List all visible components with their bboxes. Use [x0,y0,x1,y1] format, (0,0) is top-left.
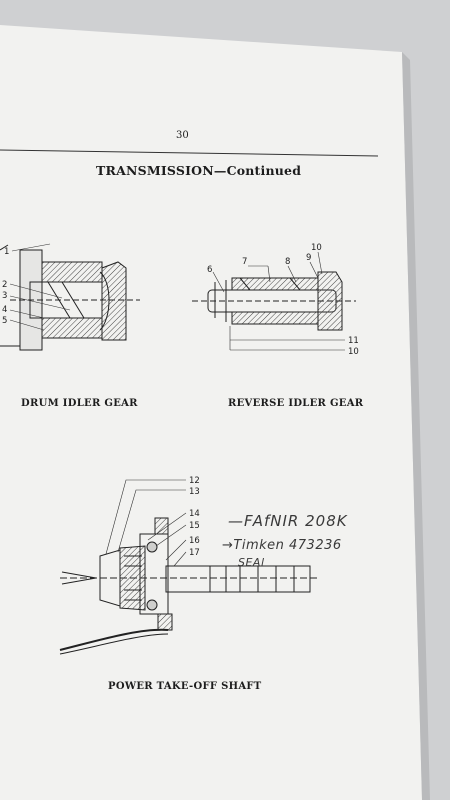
callout-3: 3 [2,291,7,301]
callout-17: 17 [189,548,200,558]
caption-drum-idler-gear: DRUM IDLER GEAR [21,398,138,409]
pto-shaft-leaders [105,479,187,567]
callout-11: 11 [348,336,359,346]
callout-1: 1 [4,247,9,257]
callout-8: 8 [285,257,290,267]
callout-9: 9 [306,253,311,263]
callout-4: 4 [2,305,7,315]
callout-16: 16 [189,536,200,546]
drum-idler-diagram [0,244,140,351]
handwritten-note-seal: SEAl [238,556,265,569]
caption-reverse-idler-gear: REVERSE IDLER GEAR [228,398,364,409]
callout-7: 7 [242,257,247,267]
callout-6: 6 [207,265,212,275]
callout-5: 5 [2,316,7,326]
paper-sheet [0,25,422,800]
callout-12: 12 [189,476,200,486]
callout-10-bottom: 10 [348,347,359,357]
callout-10-top: 10 [311,243,322,253]
callout-13: 13 [189,487,200,497]
page-title: TRANSMISSION—Continued [96,163,302,178]
reverse-idler-diagram [192,271,356,331]
header-rule [0,149,379,157]
callout-14: 14 [189,509,200,519]
paper-shadow [402,52,430,800]
caption-power-take-off-shaft: POWER TAKE-OFF SHAFT [108,681,262,692]
handwritten-note-timken: →Timken 473236 [222,538,342,553]
reverse-idler-leaders [212,251,345,351]
callout-15: 15 [189,521,200,531]
handwritten-note-bearing: —FAfNIR 208K [228,512,348,530]
pto-shaft-diagram [59,517,320,655]
callout-2: 2 [2,280,7,290]
drum-idler-leaders [9,243,71,331]
page-number: 30 [176,130,189,141]
